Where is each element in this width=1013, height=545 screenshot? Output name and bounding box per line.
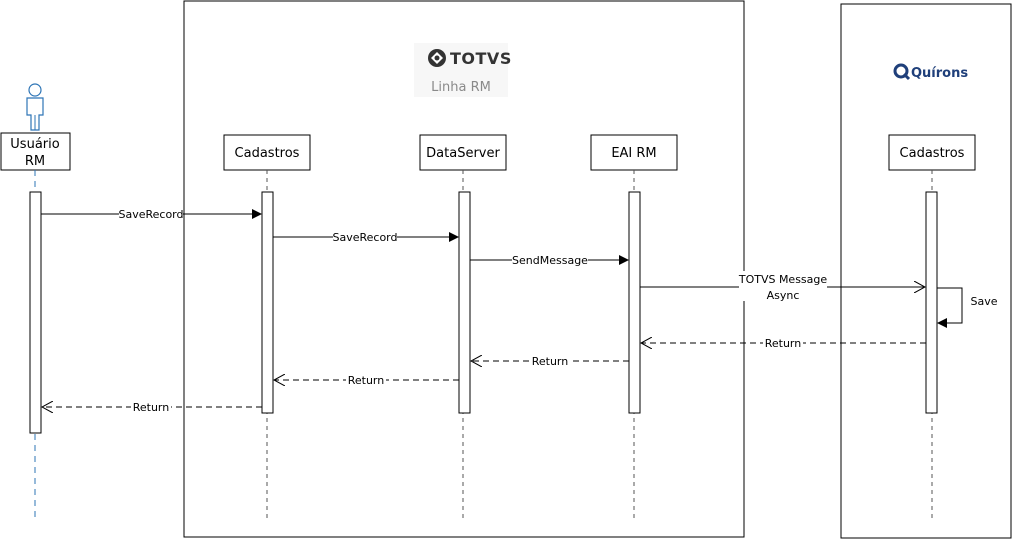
user-label-line1: Usuário: [10, 137, 59, 152]
msg-saverecord-2-label: SaveRecord: [332, 231, 397, 244]
msg-save-label: Save: [970, 295, 997, 308]
quirons-system-frame: [840, 3, 1012, 539]
cadastros-rm-label: Cadastros: [235, 146, 300, 161]
eai-rm-activation: [628, 191, 641, 414]
cadastros-quirons-activation: [925, 191, 938, 414]
totvs-system-frame: [183, 0, 745, 538]
quirons-logo: Quírons: [893, 63, 968, 81]
msg-totvs-async-label-line1: TOTVS Message: [738, 273, 828, 286]
msg-save-self-arrow: [937, 287, 963, 328]
dataserver-label: DataServer: [426, 146, 500, 161]
cadastros-rm-activation: [261, 191, 274, 414]
user-actor-icon: [26, 83, 44, 131]
totvs-logo-text: TOTVS: [450, 49, 512, 68]
totvs-subtitle: Linha RM: [431, 80, 491, 95]
dataserver-activation: [458, 191, 471, 414]
quirons-logo-icon: [893, 63, 911, 81]
msg-return-1-label: Return: [765, 337, 802, 350]
user-activation: [29, 191, 42, 434]
cadastros-rm-box: [223, 134, 311, 171]
msg-return-3-label: Return: [348, 374, 385, 387]
msg-saverecord-1-label: SaveRecord: [118, 208, 183, 221]
msg-return-4-label: Return: [133, 401, 170, 414]
totvs-logo: TOTVS Linha RM: [414, 43, 512, 97]
msg-return-2-label: Return: [532, 355, 569, 368]
cadastros-quirons-box: [888, 134, 976, 171]
eai-rm-label: EAI RM: [611, 146, 656, 161]
dataserver-box: [419, 134, 507, 171]
cadastros-quirons-label: Cadastros: [900, 146, 965, 161]
eai-rm-box: [590, 134, 678, 171]
msg-sendmessage-label: SendMessage: [512, 254, 588, 267]
quirons-logo-text: Quírons: [911, 66, 968, 81]
totvs-logo-icon: [428, 49, 446, 67]
user-label-line2: RM: [25, 154, 45, 169]
msg-totvs-async-label-line2: Async: [767, 289, 800, 302]
